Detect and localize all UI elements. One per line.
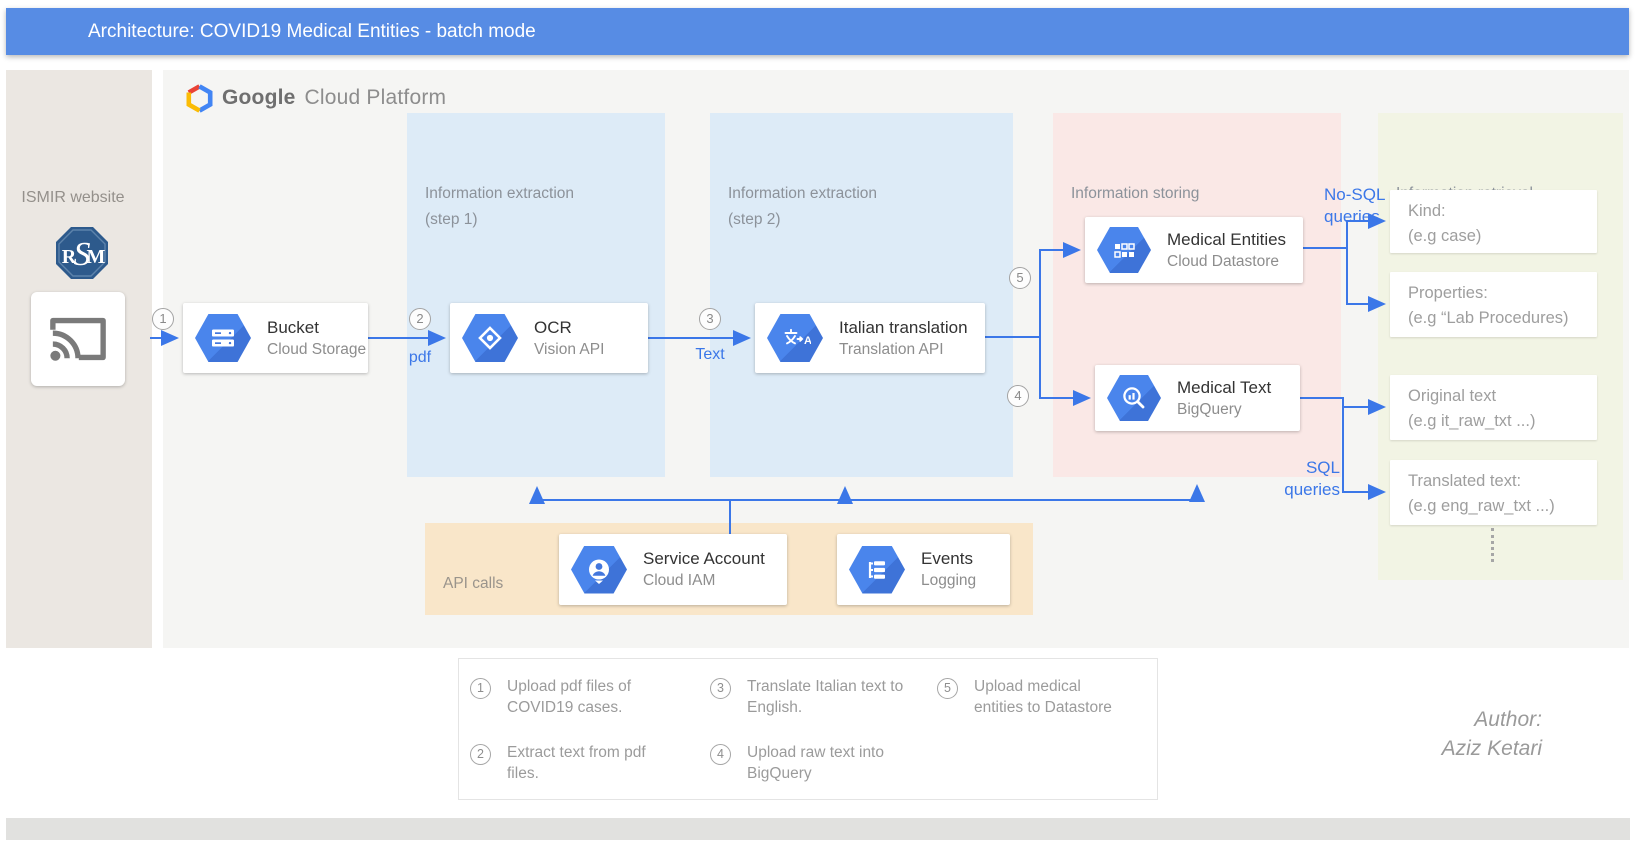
author-credit: Author:Aziz Ketari — [1441, 708, 1542, 760]
gcp-logo-icon — [186, 83, 213, 113]
panel-information-extraction-step1: Information extraction(step 1) — [407, 113, 665, 477]
cloud-storage-icon — [195, 314, 251, 362]
edge-label-pdf: pdf — [408, 349, 432, 366]
node-service-account: Service Account Cloud IAM — [559, 534, 787, 605]
title-bar: Architecture: COVID19 Medical Entities -… — [6, 8, 1629, 55]
gcp-brand-google: Google — [222, 86, 296, 109]
node-bucket: Bucket Cloud Storage — [183, 303, 368, 373]
node-title: Bucket — [267, 317, 319, 337]
panel-label: Information extraction(step 1) — [425, 185, 575, 228]
step-circle-4: 4 — [1007, 385, 1029, 407]
svg-text:S: S — [74, 236, 91, 273]
legend-item-5: Upload medical entities to Datastore — [974, 678, 1112, 716]
api-calls-label: API calls — [443, 575, 504, 592]
bigquery-icon — [1107, 375, 1161, 421]
cloud-iam-icon — [571, 545, 627, 594]
svg-text:A: A — [804, 335, 811, 347]
retrieval-box-kind: Kind:(e.g case) — [1390, 190, 1597, 253]
node-events: Events Logging — [837, 534, 1010, 605]
node-title: Service Account — [643, 549, 765, 568]
node-title: Events — [921, 549, 973, 568]
node-subtitle: Logging — [921, 572, 977, 589]
node-title: Italian translation — [839, 317, 968, 337]
panel-information-extraction-step2: Information extraction(step 2) — [710, 113, 1013, 477]
diagram-title: Architecture: COVID19 Medical Entities -… — [88, 21, 536, 42]
panel-label: Information extraction(step 2) — [728, 185, 878, 228]
node-subtitle: BigQuery — [1177, 400, 1242, 418]
node-title: Medical Entities — [1167, 229, 1287, 249]
cast-icon — [50, 317, 106, 361]
legend-item-4: Upload raw text into BigQuery — [747, 744, 884, 782]
ellipsis-dots — [1491, 528, 1494, 562]
legend-item-3: Translate Italian text to English. — [747, 678, 904, 716]
retrieval-box-properties: Properties:(e.g “Lab Procedures) — [1390, 272, 1597, 337]
translation-api-icon: A — [767, 314, 823, 362]
node-subtitle: Cloud Datastore — [1167, 252, 1280, 270]
legend-box — [458, 658, 1158, 800]
node-subtitle: Translation API — [839, 340, 944, 358]
node-subtitle: Cloud Storage — [267, 340, 367, 358]
legend-item-2: Extract text from pdf files. — [507, 744, 646, 782]
gcp-brand-cloud-platform: Cloud Platform — [304, 86, 447, 109]
cloud-datastore-icon — [1097, 227, 1151, 273]
gcp-brand: Google Cloud Platform — [186, 83, 446, 113]
edge-label-text: Text — [695, 346, 725, 363]
step-circle-1: 1 — [152, 308, 174, 330]
logging-icon — [849, 545, 905, 594]
svg-text:R: R — [62, 246, 77, 268]
node-medical-entities: Medical Entities Cloud Datastore — [1085, 217, 1303, 283]
node-title: Medical Text — [1177, 377, 1272, 397]
footer-bar — [6, 818, 1630, 840]
node-ocr: OCR Vision API — [450, 303, 648, 373]
cast-icon-card — [31, 292, 125, 386]
node-title: OCR — [534, 317, 572, 337]
legend-circle-5: 5 — [937, 678, 958, 699]
retrieval-box-translated-text: Translated text:(e.g eng_raw_txt ...) — [1390, 460, 1597, 525]
node-subtitle: Vision API — [534, 340, 605, 358]
vision-api-icon — [462, 314, 518, 362]
legend-circle-3: 3 — [710, 678, 731, 699]
ismir-website-label: ISMIR website — [21, 189, 125, 206]
node-subtitle: Cloud IAM — [643, 572, 716, 589]
retrieval-box-original-text: Original text(e.g it_raw_txt ...) — [1390, 375, 1597, 440]
step-circle-3: 3 — [699, 308, 721, 330]
step-circle-5: 5 — [1009, 267, 1031, 289]
legend-circle-4: 4 — [710, 744, 731, 765]
svg-text:M: M — [87, 246, 106, 268]
panel-label: Information storing — [1071, 185, 1200, 202]
node-italian-translation: A Italian translation Translation API — [755, 303, 985, 373]
legend-circle-1: 1 — [470, 678, 491, 699]
sirm-octagon-logo: S R M — [56, 227, 108, 279]
legend-circle-2: 2 — [470, 744, 491, 765]
node-medical-text: Medical Text BigQuery — [1095, 365, 1300, 431]
step-circle-2: 2 — [409, 308, 431, 330]
legend-item-1: Upload pdf files of COVID19 cases. — [507, 678, 632, 716]
